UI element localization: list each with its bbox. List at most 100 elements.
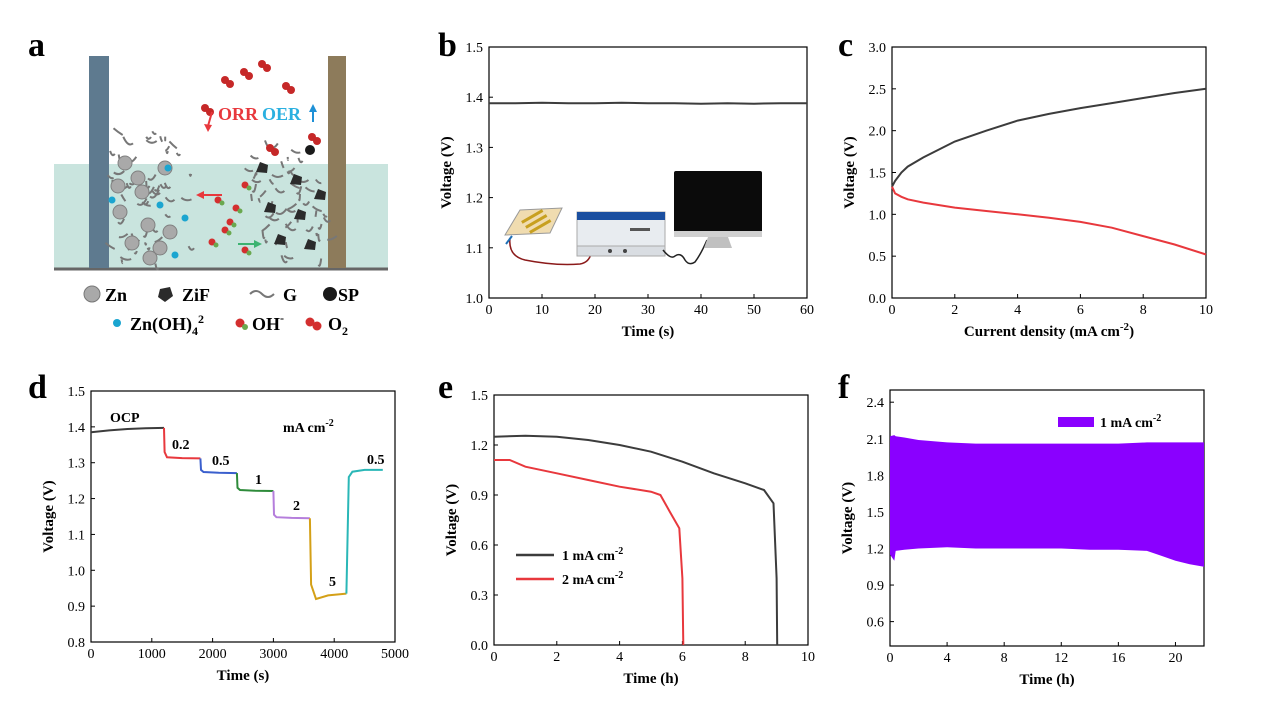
x-axis-label: Current density (mA cm-2): [964, 321, 1134, 340]
zn-particle: [117, 155, 133, 171]
y-axis-label: Voltage (V): [444, 484, 460, 556]
battery-device-icon: [504, 207, 563, 236]
series-line-6: [345, 468, 383, 594]
y-tick-label: 1.2: [466, 192, 484, 207]
x-tick-label: 30: [641, 303, 655, 318]
hydroxide-h: [213, 242, 219, 248]
hydroxide-ion: [241, 246, 249, 254]
hydroxide-ion: [226, 218, 234, 226]
zincate-ion: [164, 164, 172, 172]
zn-particle: [130, 170, 146, 186]
panel-letter-c: c: [838, 27, 853, 64]
panel-letter-f: f: [838, 369, 850, 406]
air-electrode: [328, 56, 346, 268]
zif-particle: [304, 239, 316, 250]
x-tick-label: 0: [491, 650, 498, 665]
o2-atom: [206, 108, 214, 116]
x-tick-label: 0: [88, 647, 95, 662]
test-setup-inset: [504, 171, 762, 266]
step-annotation: mA cm-2: [283, 418, 334, 436]
plot-frame: [493, 394, 809, 646]
x-tick-label: 2: [553, 650, 560, 665]
series-line-1: [494, 459, 685, 646]
x-tick-label: 4: [944, 651, 951, 666]
y-tick-label: 2.1: [867, 433, 885, 448]
y-tick-label: 1.5: [68, 385, 86, 400]
panel-letter-e: e: [438, 369, 453, 406]
series-line-0: [493, 434, 779, 646]
hydroxide-label: OH-: [252, 311, 284, 334]
o2-atom: [271, 148, 279, 156]
y-tick-label: 1.5: [867, 506, 885, 521]
y-axis-label: Voltage (V): [842, 136, 858, 208]
y-tick-label: 3.0: [869, 41, 887, 56]
step-annotation: 2: [293, 499, 300, 514]
hydroxide-icon: [235, 318, 245, 328]
y-tick-label: 1.4: [466, 91, 484, 106]
step-annotation: 0.5: [212, 454, 230, 469]
o2-atom: [263, 64, 271, 72]
x-tick-label: 0: [887, 651, 894, 666]
x-axis-label: Time (s): [622, 324, 675, 340]
series-line-0: [90, 426, 165, 434]
zincate-label: Zn(OH)42: [130, 312, 204, 338]
y-tick-label: 1.5: [869, 167, 887, 182]
x-tick-label: 8: [1140, 303, 1147, 318]
black-cable: [662, 239, 708, 265]
hydroxide-ion: [214, 196, 222, 204]
x-tick-label: 10: [1199, 303, 1213, 318]
y-tick-label: 0.5: [869, 250, 887, 265]
y-tick-label: 1.0: [68, 564, 86, 579]
x-tick-label: 20: [588, 303, 602, 318]
zincate-icon: [113, 319, 121, 327]
step-annotation: 5: [329, 575, 336, 590]
zn-particle: [152, 240, 168, 256]
left-arrow-icon: [196, 191, 222, 199]
zn-label: Zn: [105, 285, 127, 305]
x-tick-label: 3000: [259, 647, 287, 662]
y-tick-label: 0.0: [471, 639, 489, 654]
schematic-panel-a: a ORR OER Zn ZiF: [28, 27, 388, 338]
x-tick-label: 40: [694, 303, 708, 318]
y-axis-label: Voltage (V): [41, 480, 57, 552]
orr-label: ORR: [218, 104, 259, 124]
graphene-icon: [249, 290, 275, 298]
y-tick-label: 1.1: [68, 528, 86, 543]
series-line-3: [235, 473, 274, 492]
y-tick-label: 1.2: [867, 542, 885, 557]
hydroxide-h: [246, 250, 252, 256]
x-tick-label: 0: [486, 303, 493, 318]
series-line-2: [199, 458, 237, 475]
zif-particle: [290, 174, 302, 185]
zn-particle: [112, 204, 128, 220]
zincate-ion: [181, 214, 189, 222]
y-tick-label: 2.5: [869, 83, 887, 98]
y-tick-label: 0.9: [867, 579, 885, 594]
legend-entry: 1 mA cm-2: [1100, 413, 1161, 431]
cycling-band: [890, 435, 1204, 567]
zif-particle: [264, 202, 276, 213]
series-line-4: [272, 490, 310, 520]
x-tick-label: 6: [1077, 303, 1084, 318]
zif-particle: [294, 209, 306, 220]
x-tick-label: 0: [889, 303, 896, 318]
step-annotation: 0.5: [367, 453, 385, 468]
o2-atom: [226, 80, 234, 88]
hydroxide-ion: [221, 226, 229, 234]
hydroxide-ion: [241, 181, 249, 189]
hydroxide-ion: [232, 204, 240, 212]
x-tick-label: 2000: [199, 647, 227, 662]
zincate-ion: [156, 201, 164, 209]
hydroxide-h: [226, 230, 232, 236]
y-tick-label: 1.0: [466, 292, 484, 307]
computer-monitor-icon: [674, 171, 762, 248]
hydroxide-ion: [208, 238, 216, 246]
oxygen-molecules: [201, 60, 321, 156]
sp-particle-icon: [323, 287, 337, 301]
hydroxide-h: [237, 208, 243, 214]
y-tick-label: 0.0: [869, 292, 887, 307]
zif-particle-icon: [158, 287, 173, 302]
y-axis-label: Voltage (V): [439, 136, 455, 208]
